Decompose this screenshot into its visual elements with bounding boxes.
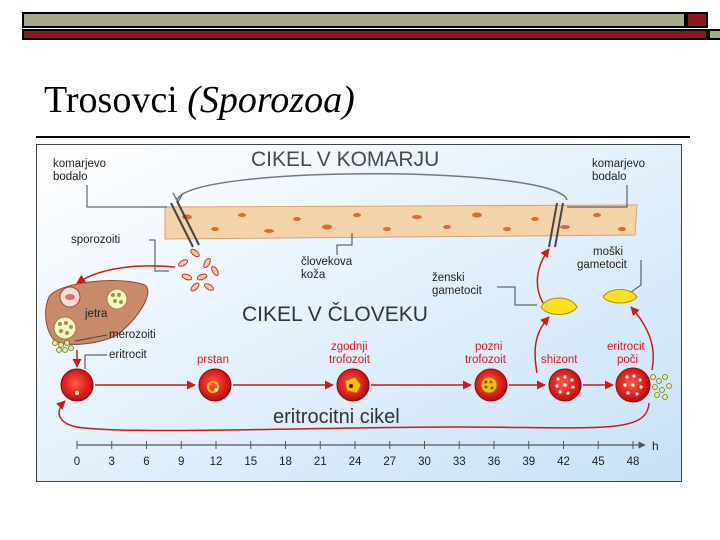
time-tick-label: 0 <box>74 456 80 468</box>
label-ring-stage: prstan <box>197 354 229 366</box>
label-late-troph-2: trofozoit <box>465 354 507 366</box>
time-tick-label: 27 <box>383 456 396 468</box>
time-tick-label: 15 <box>244 456 257 468</box>
slide-title-main: Trosovci <box>44 79 178 121</box>
time-tick-label: 3 <box>109 456 115 468</box>
slide-header-bar <box>22 12 708 42</box>
label-skin-2: koža <box>301 269 326 281</box>
label-late-troph-1: pozni <box>475 341 503 353</box>
male-gametocyte <box>603 290 637 304</box>
label-male-gametocyte-1: moški <box>593 246 623 258</box>
label-erythrocyte: eritrocit <box>109 349 148 361</box>
label-bite-right-2: bodalo <box>592 171 627 183</box>
malaria-cycle-diagram: CIKEL V KOMARJU CIKEL V ČLOVEKU komarjev… <box>36 144 682 482</box>
heading-mosquito-cycle: CIKEL V KOMARJU <box>251 148 439 171</box>
time-axis-unit: h <box>652 439 659 453</box>
erythrocyte-late-trophozoite <box>475 369 507 401</box>
label-early-troph-1: zgodnji <box>331 341 367 353</box>
human-skin-strip <box>165 205 637 239</box>
header-square-red <box>686 12 708 28</box>
time-tick-label: 24 <box>349 456 362 468</box>
heading-human-cycle: CIKEL V ČLOVEKU <box>242 303 428 326</box>
label-schizont: shizont <box>541 354 578 366</box>
label-female-gametocyte-2: gametocit <box>432 285 483 297</box>
time-tick-label: 39 <box>522 456 535 468</box>
label-rupture-1: eritrocit <box>607 341 646 353</box>
erythrocyte-ring-stage <box>199 369 231 401</box>
label-bite-left-1: komarjevo <box>53 158 106 170</box>
time-tick-label: 42 <box>557 456 570 468</box>
header-band-red <box>22 29 708 40</box>
label-early-troph-2: trofozoit <box>329 354 371 366</box>
time-tick-label: 36 <box>488 456 501 468</box>
time-tick-label: 9 <box>178 456 184 468</box>
label-male-gametocyte-2: gametocit <box>577 259 628 271</box>
erythrocyte-stage-0 <box>61 369 93 401</box>
time-tick-label: 18 <box>279 456 292 468</box>
erythrocyte-early-trophozoite <box>337 369 369 401</box>
slide-title: Trosovci (Sporozoa) <box>44 78 355 122</box>
time-tick-label: 12 <box>210 456 223 468</box>
header-band-olive <box>22 12 686 28</box>
label-rupture-2: poči <box>617 354 638 366</box>
title-divider <box>36 136 690 138</box>
time-tick-label: 21 <box>314 456 327 468</box>
label-skin-1: človekova <box>301 256 353 268</box>
time-tick-label: 30 <box>418 456 431 468</box>
time-tick-label: 33 <box>453 456 466 468</box>
label-bite-left-2: bodalo <box>53 171 88 183</box>
label-erythrocytic-cycle: eritrocitni cikel <box>273 406 400 428</box>
time-tick-label: 45 <box>592 456 605 468</box>
liver-infected-cell-2 <box>107 289 127 309</box>
time-tick-label: 48 <box>627 456 640 468</box>
liver-cell-nucleus <box>65 294 75 300</box>
label-merozoites: merozoiti <box>109 329 156 341</box>
header-square-olive <box>708 29 720 40</box>
slide-title-latin: (Sporozoa) <box>187 79 354 121</box>
time-tick-label: 6 <box>143 456 149 468</box>
label-bite-right-1: komarjevo <box>592 158 645 170</box>
label-sporozoites: sporozoiti <box>71 234 120 246</box>
label-female-gametocyte-1: ženski <box>432 272 465 284</box>
erythrocyte-schizont <box>549 369 581 401</box>
label-liver: jetra <box>84 308 108 320</box>
erythrocyte-rupture <box>616 368 650 402</box>
